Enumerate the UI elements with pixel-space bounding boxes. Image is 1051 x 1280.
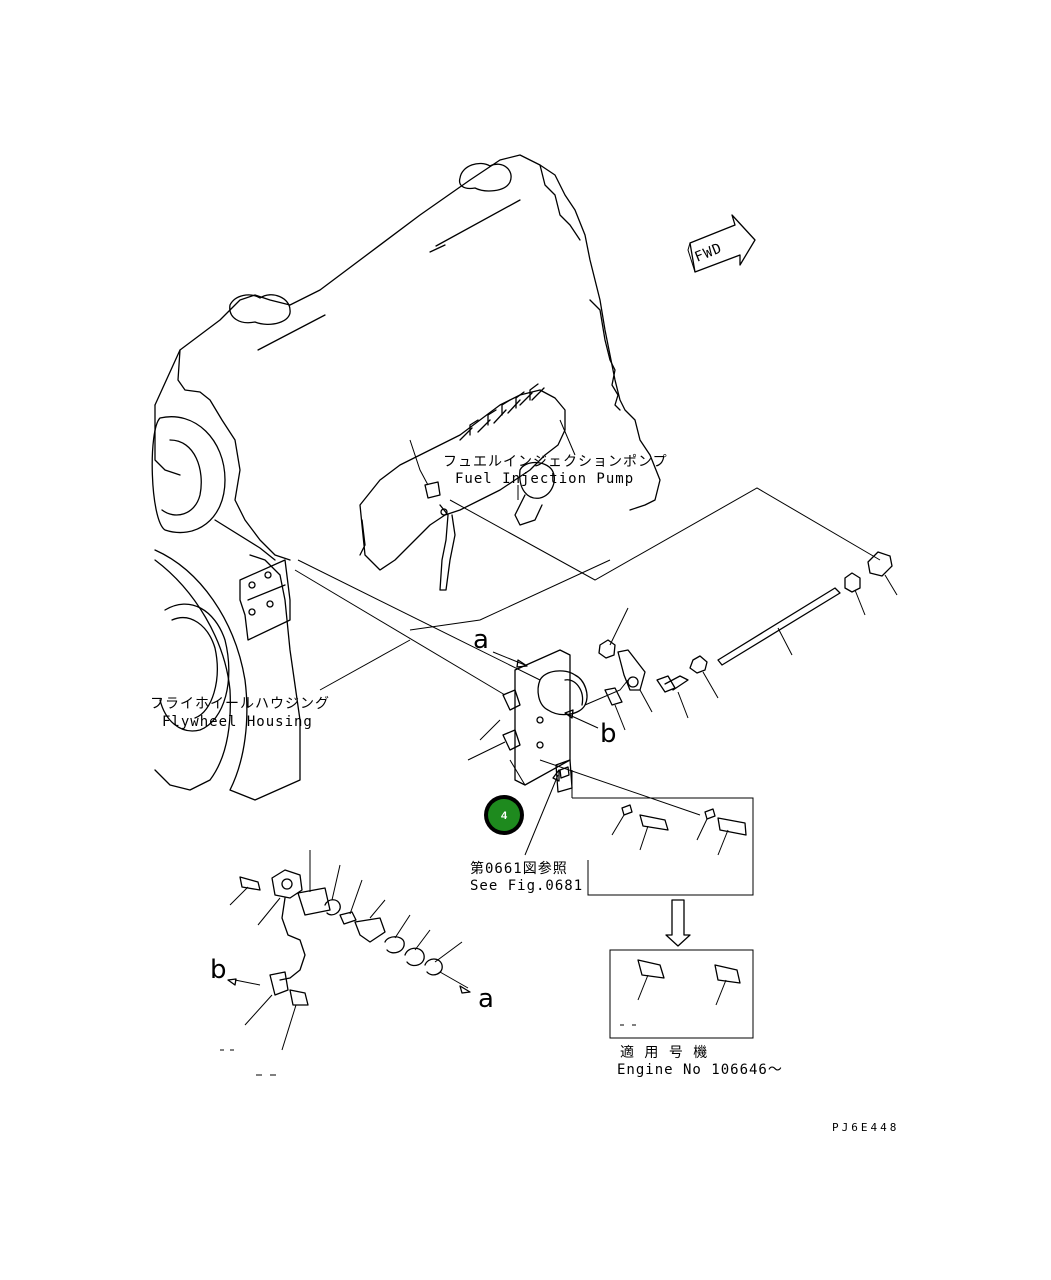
- see-fig-label-jp: 第0661図参照: [470, 860, 568, 877]
- flywheel-label-en: Flywheel Housing: [162, 714, 313, 730]
- wiring-harness-parts: [220, 850, 471, 1076]
- badge-number: 4: [501, 810, 508, 822]
- bolt-kit-box-replacement: [609, 949, 754, 1039]
- bolt-kit-box-current: [571, 770, 754, 896]
- flywheel-label-jp: フライホイールハウジング: [150, 696, 330, 712]
- figure-code: PJ6E448: [832, 1121, 899, 1134]
- label-leaders: [409, 419, 576, 500]
- fuel-pump-label-en: Fuel Injection Pump: [455, 471, 634, 487]
- reference-arrows-top: [492, 651, 599, 856]
- stop-lever-parts: [598, 607, 689, 731]
- ref-b-top: b: [600, 719, 617, 749]
- fuel-injection-pump: [359, 383, 566, 591]
- connecting-rod-assembly: [294, 487, 898, 699]
- applicable-label-jp: 適 用 号 機: [620, 1044, 708, 1061]
- ref-a-bottom: a: [478, 984, 494, 1014]
- fwd-direction-arrow: FWD: [687, 214, 756, 273]
- engine-block-outline: [151, 154, 661, 561]
- part-number-badge[interactable]: 4: [484, 795, 524, 835]
- arrow-down-icon: [665, 899, 691, 947]
- fuel-pump-label-jp: フュエルインジェクションポンプ: [443, 454, 668, 470]
- ref-a-top: a: [473, 625, 489, 655]
- see-fig-label-en: See Fig.0681: [470, 878, 583, 894]
- flywheel-housing: [154, 549, 301, 801]
- applicable-label-en: Engine No 106646～: [617, 1062, 783, 1078]
- fwd-label: FWD: [693, 240, 725, 265]
- ref-b-bottom: b: [210, 955, 227, 985]
- stop-motor-bracket: [467, 649, 701, 816]
